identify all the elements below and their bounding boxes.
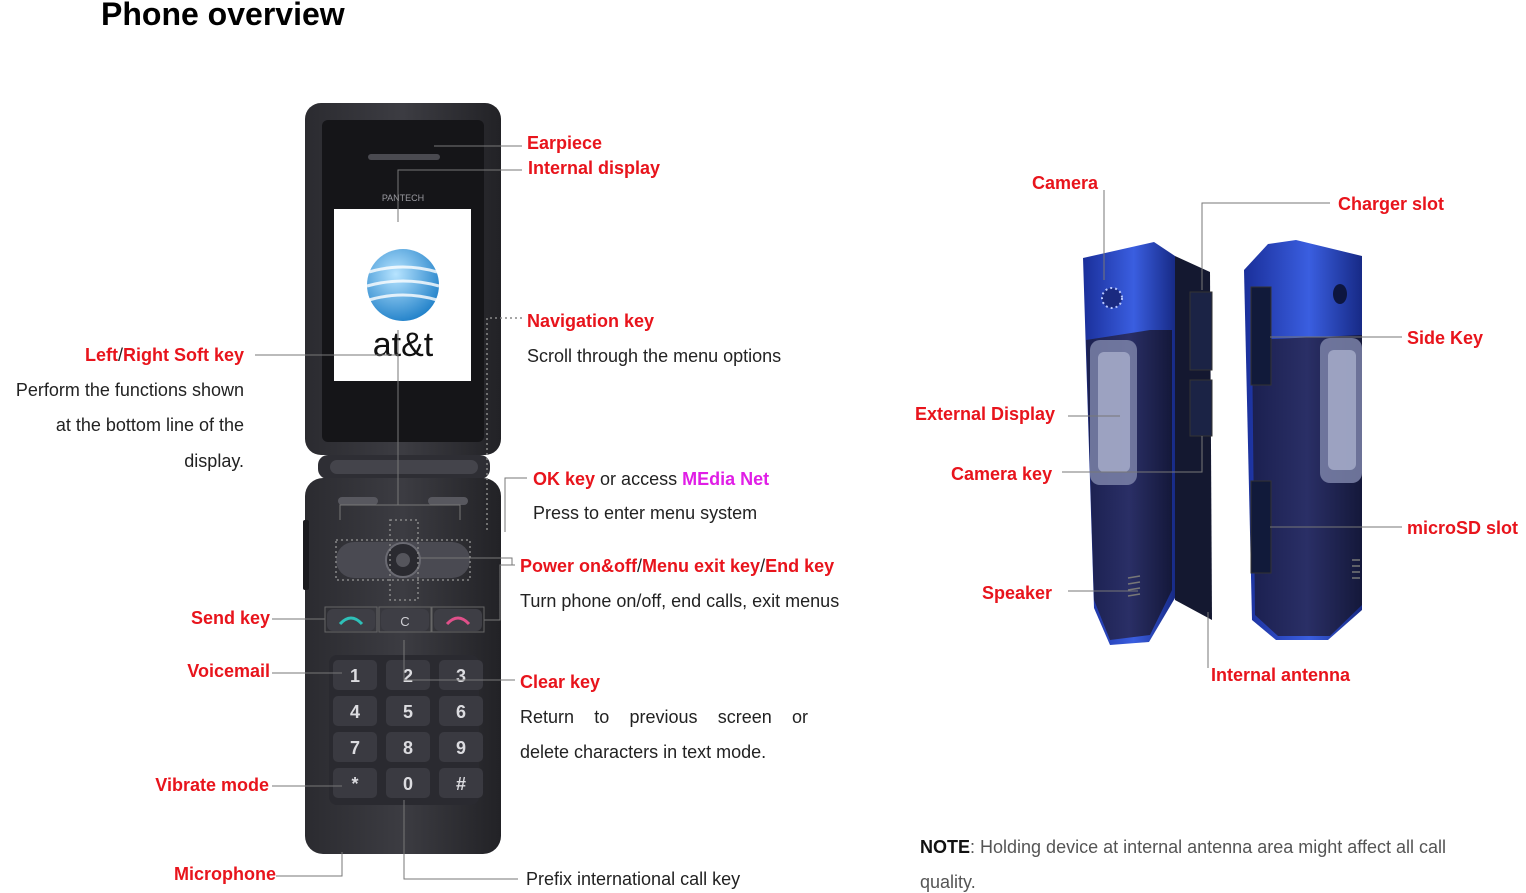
ok-key-text: OK key xyxy=(533,469,596,489)
note-label: NOTE xyxy=(920,837,971,857)
clear-key-label: Clear key xyxy=(520,672,601,692)
earpiece-label: Earpiece xyxy=(527,133,603,153)
external-display-label: External Display xyxy=(915,404,1056,424)
note-line-1: NOTE: Holding device at internal antenna… xyxy=(920,837,1446,858)
keypad-key-label: 6 xyxy=(456,702,466,722)
clear-key-desc-1: Return to previous screen or xyxy=(520,707,808,727)
keypad-key xyxy=(333,660,377,690)
power-key-label: Power on&off/Menu exit key/End key xyxy=(520,556,834,577)
camera-key-label: Camera key xyxy=(951,464,1053,484)
internal-display-label: Internal display xyxy=(528,158,661,178)
keypad-key-label: 8 xyxy=(403,738,413,758)
note-text-1: : Holding device at internal antenna are… xyxy=(970,837,1446,857)
power-key-a: Power on&off xyxy=(520,556,637,576)
charger-slot-label: Charger slot xyxy=(1338,194,1445,214)
navigation-key-label: Navigation key xyxy=(527,311,655,331)
keypad-key-label: 5 xyxy=(403,702,413,722)
keypad xyxy=(329,655,479,805)
speaker-label: Speaker xyxy=(982,583,1053,603)
ok-key-mid: or access xyxy=(595,469,683,489)
soft-key-desc-1: Perform the functions shown xyxy=(15,380,244,400)
vibrate-mode-label: Vibrate mode xyxy=(155,775,269,795)
keypad-key-label: 7 xyxy=(350,738,360,758)
voicemail-label: Voicemail xyxy=(187,661,270,681)
keypad-key xyxy=(439,660,483,690)
power-key-b: Menu exit key xyxy=(642,556,761,576)
power-key-c: End key xyxy=(765,556,835,576)
keypad-key-label: 2 xyxy=(403,666,413,686)
keypad-key-label: 9 xyxy=(456,738,466,758)
keypad-key-label: # xyxy=(456,774,466,794)
keypad-key-label: 1 xyxy=(350,666,360,686)
att-logo-text: at&t xyxy=(373,326,434,364)
keypad-key-label: 3 xyxy=(456,666,466,686)
ok-key-label: OK key or access MEdia Net xyxy=(533,469,769,490)
front-phone: PANTECH at&t C xyxy=(303,103,501,854)
power-key-sep2: / xyxy=(760,556,766,576)
ok-key-desc: Press to enter menu system xyxy=(533,503,758,523)
camera-label: Camera xyxy=(1032,173,1099,193)
earpiece-grille xyxy=(368,154,440,160)
power-key-sep1: / xyxy=(637,556,643,576)
camera-lens-icon xyxy=(1101,287,1123,309)
side-key-label: Side Key xyxy=(1407,328,1484,348)
soft-key-desc-2: at the bottom line of the xyxy=(55,415,244,435)
leader-lines xyxy=(255,145,1402,880)
keypad-key xyxy=(333,732,377,762)
keypad-key xyxy=(386,732,430,762)
keypad-key xyxy=(439,768,483,798)
microphone-label: Microphone xyxy=(174,864,276,884)
keypad-key xyxy=(439,732,483,762)
note-line-2: quality. xyxy=(920,872,976,892)
keypad-key xyxy=(386,660,430,690)
page-title: Phone overview xyxy=(101,0,345,32)
send-key-label: Send key xyxy=(190,608,270,628)
soft-key-rest: Right Soft key xyxy=(122,345,244,365)
svg-text:C: C xyxy=(400,614,409,629)
soft-key-desc-3: display. xyxy=(184,451,244,471)
microsd-slot-label: microSD slot xyxy=(1407,518,1519,538)
media-net-text: MEdia Net xyxy=(682,469,770,489)
keypad-key xyxy=(333,696,377,726)
power-key-desc: Turn phone on/off, end calls, exit menus xyxy=(520,591,840,611)
side-phone-right xyxy=(1244,240,1362,640)
soft-key-label: Left/Right Soft key xyxy=(85,345,244,366)
keypad-key-label: 4 xyxy=(350,702,360,722)
soft-key-sep: / xyxy=(117,345,123,365)
keypad-key-label: 0 xyxy=(403,774,413,794)
keypad-key xyxy=(439,696,483,726)
keypad-key xyxy=(386,768,430,798)
navigation-key-desc: Scroll through the menu options xyxy=(527,346,782,366)
brand-top: PANTECH xyxy=(382,193,424,203)
internal-antenna-label: Internal antenna xyxy=(1211,665,1351,685)
att-globe-icon xyxy=(367,249,439,321)
clear-key-desc-2: delete characters in text mode. xyxy=(520,742,767,762)
prefix-intl-label: Prefix international call key xyxy=(526,869,741,889)
keypad-key xyxy=(333,768,377,798)
keypad-key-label: * xyxy=(351,774,358,794)
keypad-key xyxy=(386,696,430,726)
side-phone-left xyxy=(1083,242,1213,645)
soft-key-left: Left xyxy=(84,345,118,365)
